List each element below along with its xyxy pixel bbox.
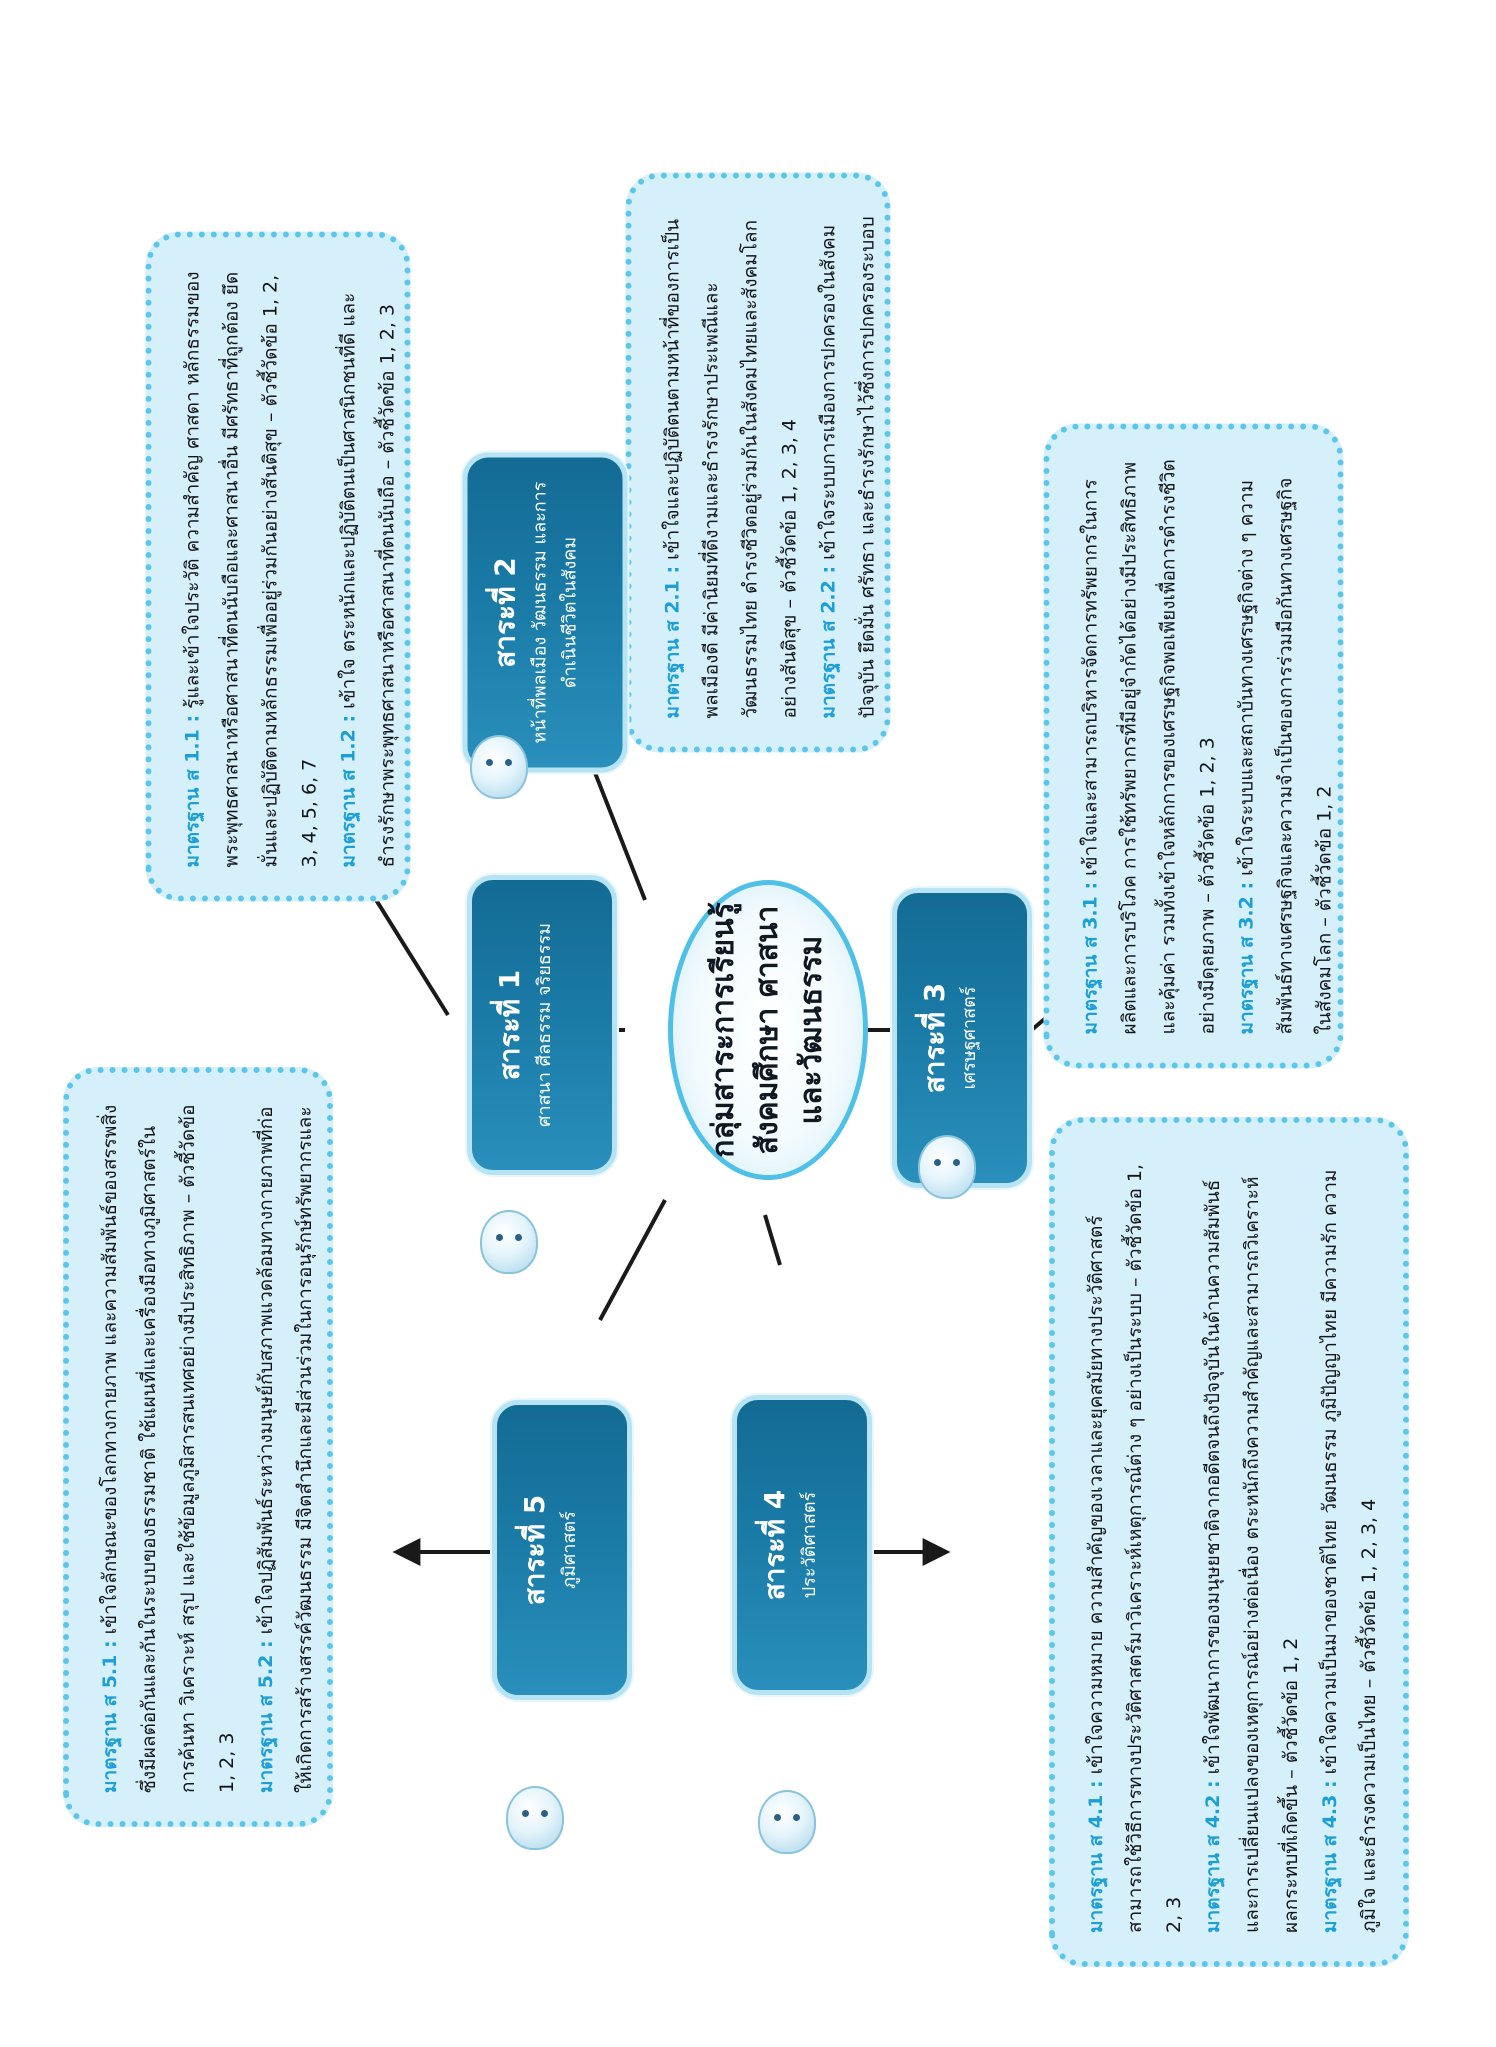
strand-title: สาระที่ 3 [918,982,951,1094]
strand-title: สาระที่ 1 [493,969,526,1081]
center-topic: กลุ่มสาระการเรียนรู้ สังคมศึกษา ศาสนา แล… [668,880,868,1180]
strand4-standards-box: มาตรฐาน ส 4.1 : เข้าใจความหมาย ความสำคัญ… [1049,1117,1409,1967]
standard-code: มาตรฐาน ส 1.1 : [181,714,204,868]
strand-description: ประวัติศาสตร์ [799,1491,820,1599]
standard-5-2: มาตรฐาน ส 5.2 : เข้าใจปฏิสัมพันธ์ระหว่าง… [247,1101,333,1793]
mascot-icon [480,1210,538,1274]
strand2-standards-box: มาตรฐาน ส 2.1 : เข้าใจและปฏิบัติตนตามหน้… [625,172,891,753]
standard-4-1: มาตรฐาน ส 4.1 : เข้าใจความหมาย ความสำคัญ… [1077,1151,1194,1933]
strand-description: หน้าที่พลเมือง วัฒนธรรม และการดำเนินชีวิ… [529,481,581,744]
strand-card-5: สาระที่ 5 ภูมิศาสตร์ [492,1400,632,1700]
mascot-icon [506,1786,564,1850]
standard-4-3: มาตรฐาน ส 4.3 : เข้าใจความเป็นมาของชาติไ… [1311,1151,1389,1933]
standard-1-2: มาตรฐาน ส 1.2 : เข้าใจ ตระหนักและปฏิบัติ… [330,266,408,868]
standard-code: มาตรฐาน ส 4.2 : [1202,1780,1224,1933]
strand1-standards-box: มาตรฐาน ส 1.1 : รู้และเข้าใจประวัติ ความ… [145,231,411,902]
strand-description: ศาสนา ศีลธรรม จริยธรรม [534,923,555,1127]
connector-center-strand4 [763,1214,782,1266]
strand-title: สาระที่ 5 [518,1494,551,1606]
standard-code: มาตรฐาน ส 5.2 : [255,1640,277,1793]
standard-code: มาตรฐาน ส 5.1 : [99,1640,121,1793]
standard-1-1: มาตรฐาน ส 1.1 : รู้และเข้าใจประวัติ ความ… [174,266,330,868]
standard-2-2: มาตรฐาน ส 2.2 : เข้าใจระบบการเมืองการปกค… [810,207,891,719]
standard-2-1: มาตรฐาน ส 2.1 : เข้าใจและปฏิบัติตนตามหน้… [654,207,810,719]
standard-3-2: มาตรฐาน ส 3.2 : เข้าใจระบบและสถาบันทางเศ… [1228,458,1344,1035]
connector-center-strand5 [598,1199,667,1321]
center-title-line-1: กลุ่มสาระการเรียนรู้ [706,902,741,1158]
standard-code: มาตรฐาน ส 2.2 : [817,565,840,719]
strand-card-4: สาระที่ 4 ประวัติศาสตร์ [732,1395,872,1695]
standard-code: มาตรฐาน ส 4.3 : [1319,1780,1341,1933]
center-title-line-3: และวัฒนธรรม [794,935,829,1125]
standard-code: มาตรฐาน ส 4.1 : [1085,1780,1107,1933]
mascot-icon [758,1790,816,1854]
strand-card-1: สาระที่ 1 ศาสนา ศีลธรรม จริยธรรม [467,875,617,1175]
mascot-icon [918,1135,976,1199]
standard-3-1: มาตรฐาน ส 3.1 : เข้าใจและสามารถบริหารจัด… [1072,458,1228,1035]
strand3-standards-box: มาตรฐาน ส 3.1 : เข้าใจและสามารถบริหารจัด… [1043,423,1344,1069]
strand-card-2: สาระที่ 2 หน้าที่พลเมือง วัฒนธรรม และการ… [462,452,628,773]
standard-code: มาตรฐาน ส 3.1 : [1079,881,1102,1035]
strand5-standards-box: มาตรฐาน ส 5.1 : เข้าใจลักษณะของโลกทางกาย… [63,1067,333,1827]
standard-5-1: มาตรฐาน ส 5.1 : เข้าใจลักษณะของโลกทางกาย… [91,1101,247,1793]
standard-code: มาตรฐาน ส 3.2 : [1235,881,1258,1035]
connector-center-strand2 [588,759,647,901]
mascot-icon [470,735,528,799]
standard-code: มาตรฐาน ส 2.1 : [661,565,684,719]
strand-description: ภูมิศาสตร์ [559,1511,580,1589]
center-title-line-2: สังคมศึกษา ศาสนา [750,905,785,1155]
strand-title: สาระที่ 4 [758,1489,791,1601]
standard-4-2: มาตรฐาน ส 4.2 : เข้าใจพัฒนาการของมนุษยชา… [1194,1151,1311,1933]
strand-title: สาระที่ 2 [488,557,522,668]
strand-description: เศรษฐศาสตร์ [959,986,980,1090]
standard-code: มาตรฐาน ส 1.2 : [337,714,360,868]
